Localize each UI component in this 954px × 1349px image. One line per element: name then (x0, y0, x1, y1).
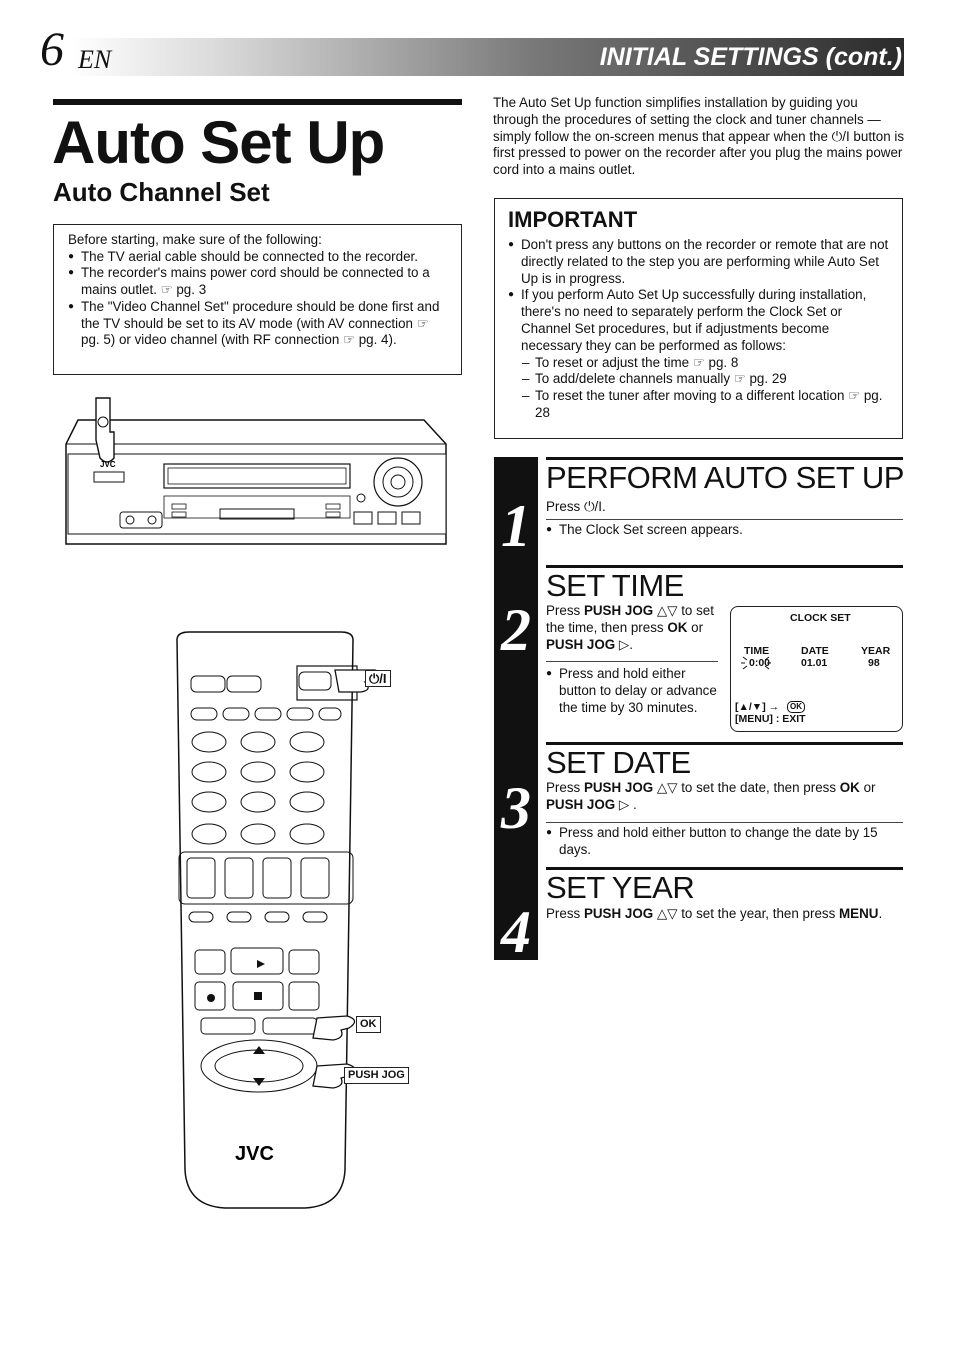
section-title: INITIAL SETTINGS (cont.) (599, 43, 902, 71)
osd-label-year: YEAR (861, 645, 891, 657)
prerequisite-item: The recorder's mains power cord should b… (68, 265, 449, 298)
osd-nav-hint: [▲/▼] → (735, 701, 780, 713)
important-box: IMPORTANT Don't press any buttons on the… (494, 198, 903, 439)
header-bar (72, 38, 904, 76)
step-rail (494, 457, 538, 960)
osd-value-time: 0:00 (749, 657, 771, 669)
step-rule (546, 457, 903, 460)
step-heading: SET TIME (546, 568, 684, 603)
important-sub-item: To reset or adjust the time ☞ pg. 8 (508, 355, 890, 372)
step-instruction: Press ⏻/I. (546, 499, 606, 514)
clock-set-screen: CLOCK SET TIME DATE YEAR 0:00 01.01 98 [… (730, 606, 903, 732)
step-rule (546, 742, 903, 745)
step-divider (546, 519, 903, 520)
important-sub-item: To reset the tuner after moving to a dif… (508, 388, 890, 422)
blink-marks-icon (741, 656, 771, 670)
intro-paragraph: The Auto Set Up function simplifies inst… (493, 95, 905, 178)
step-number: 4 (501, 899, 531, 965)
osd-title: CLOCK SET (790, 612, 851, 624)
step-heading: PERFORM AUTO SET UP (546, 460, 904, 495)
important-sub-item: To add/delete channels manually ☞ pg. 29 (508, 371, 890, 388)
step-divider (546, 822, 903, 823)
prerequisite-item: The "Video Channel Set" procedure should… (68, 299, 449, 349)
important-title: IMPORTANT (508, 207, 638, 232)
callout-power: ⏻/I (365, 670, 391, 687)
prerequisites-intro: Before starting, make sure of the follow… (68, 232, 322, 247)
remote-brand: JVC (235, 1143, 274, 1165)
step-heading: SET YEAR (546, 870, 695, 905)
step-note: Press and hold either button to change t… (546, 825, 903, 859)
step-number: 3 (501, 775, 531, 841)
osd-label-date: DATE (801, 645, 829, 657)
osd-value-year: 98 (868, 657, 880, 669)
step-note: The Clock Set screen appears. (546, 522, 903, 539)
page-language: EN (78, 45, 112, 74)
osd-ok-symbol: OK (787, 701, 805, 713)
vcr-brand: JVC (100, 460, 116, 469)
important-item: Don't press any buttons on the recorder … (508, 237, 890, 287)
callout-ok: OK (356, 1016, 381, 1033)
step-number: 1 (501, 493, 531, 559)
callout-push-jog: PUSH JOG (344, 1067, 409, 1084)
osd-value-date: 01.01 (801, 657, 828, 669)
vcr-illustration: JVC (65, 397, 447, 545)
step-instruction: Press PUSH JOG △▽ to set the year, then … (546, 906, 883, 921)
step-note: Press and hold either button to delay or… (546, 666, 718, 716)
prerequisite-item: The TV aerial cable should be connected … (68, 249, 449, 266)
step-heading: SET DATE (546, 745, 691, 780)
osd-exit-hint: [MENU] : EXIT (735, 713, 806, 725)
step-number: 2 (501, 597, 531, 663)
step-divider (546, 661, 718, 662)
title-rule (53, 99, 462, 105)
prerequisites-box: Before starting, make sure of the follow… (53, 224, 462, 375)
remote-illustration: JVC (176, 631, 382, 1209)
step-rule (546, 867, 903, 870)
osd-label-time: TIME (744, 645, 770, 657)
step-instruction: Press PUSH JOG △▽ to set the date, then … (546, 780, 876, 812)
step-instruction: Press PUSH JOG △▽ to set the time, then … (546, 603, 714, 652)
step-rule (546, 565, 903, 568)
page-title: Auto Set Up (52, 109, 385, 176)
page-number: 6 (40, 23, 64, 76)
important-item: If you perform Auto Set Up successfully … (508, 287, 890, 354)
page-subtitle: Auto Channel Set (53, 177, 270, 207)
